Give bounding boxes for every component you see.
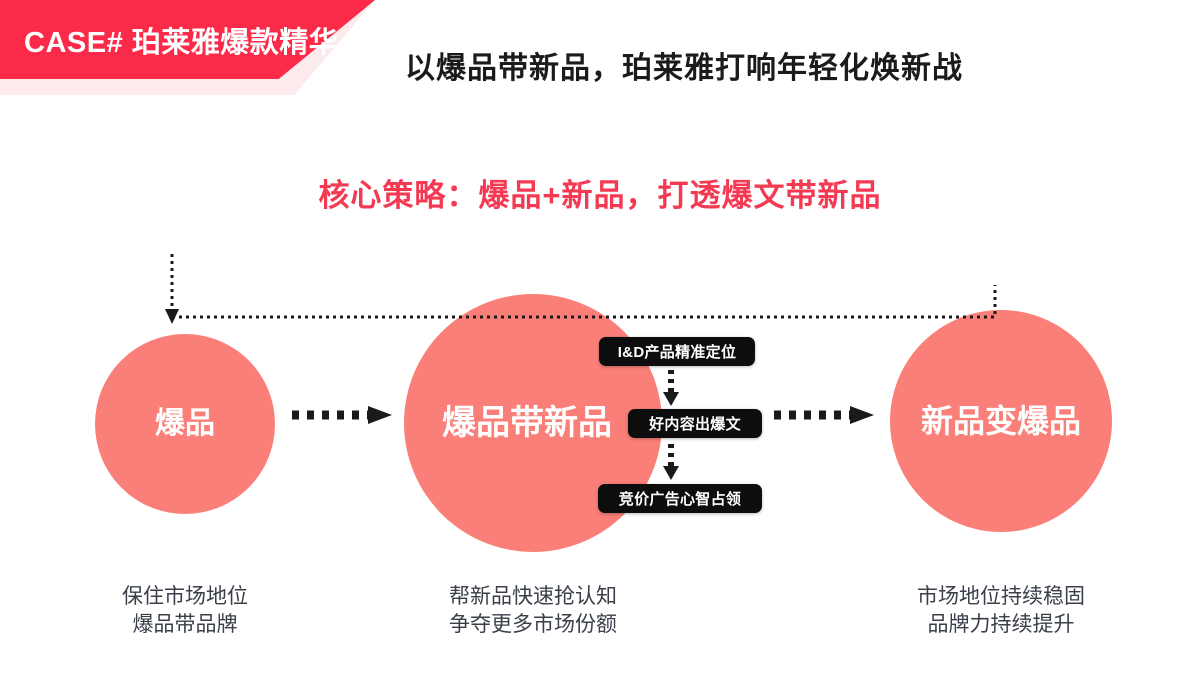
dotted-arrow-down-icon xyxy=(663,370,679,406)
caption-line: 市场地位持续稳固 xyxy=(917,585,1085,608)
header-banner: CASE# 珀莱雅爆款精华 以爆品带新品，珀莱雅打响年轻化焕新战 xyxy=(0,0,1200,100)
tactic-pill-positioning[interactable]: I&D产品精准定位 xyxy=(599,337,755,366)
dotted-feedback-loop-arrow-icon xyxy=(165,254,997,324)
page-title: 以爆品带新品，珀莱雅打响年轻化焕新战 xyxy=(405,52,963,85)
stage-circle-label: 爆品带新品 xyxy=(442,404,612,442)
tactic-pill-ads[interactable]: 竞价广告心智占领 xyxy=(598,484,762,513)
tactic-pill-label: I&D产品精准定位 xyxy=(617,344,737,361)
caption-line: 爆品带品牌 xyxy=(132,612,238,636)
tactic-pill-content[interactable]: 好内容出爆文 xyxy=(628,409,762,438)
stage-circle-label: 爆品 xyxy=(155,407,215,440)
stage-circle-hero-leads-new[interactable]: 爆品带新品 xyxy=(404,294,662,552)
caption-line: 争夺更多市场份额 xyxy=(449,612,617,636)
tactic-pill-label: 好内容出爆文 xyxy=(649,416,741,433)
caption-line: 保住市场地位 xyxy=(122,585,248,608)
caption-line: 品牌力持续提升 xyxy=(927,612,1075,636)
dotted-arrow-right-icon xyxy=(292,406,392,424)
stage-caption: 帮新品快速抢认知 争夺更多市场份额 xyxy=(433,583,633,638)
stage-circle-new-becomes-hero[interactable]: 新品变爆品 xyxy=(890,310,1112,532)
dotted-arrow-down-icon xyxy=(663,444,679,480)
strategy-headline: 核心策略：爆品+新品，打透爆文带新品 xyxy=(318,178,882,213)
stage-caption: 市场地位持续稳固 品牌力持续提升 xyxy=(901,583,1101,638)
stage-caption: 保住市场地位 爆品带品牌 xyxy=(85,583,285,638)
case-banner-label: CASE# 珀莱雅爆款精华 xyxy=(24,27,339,59)
stage-circle-hero-product[interactable]: 爆品 xyxy=(95,334,275,514)
dotted-arrow-right-icon xyxy=(774,406,874,424)
tactic-pill-label: 竞价广告心智占领 xyxy=(618,491,742,508)
caption-line: 帮新品快速抢认知 xyxy=(449,585,617,608)
stage-circle-label: 新品变爆品 xyxy=(920,403,1081,439)
